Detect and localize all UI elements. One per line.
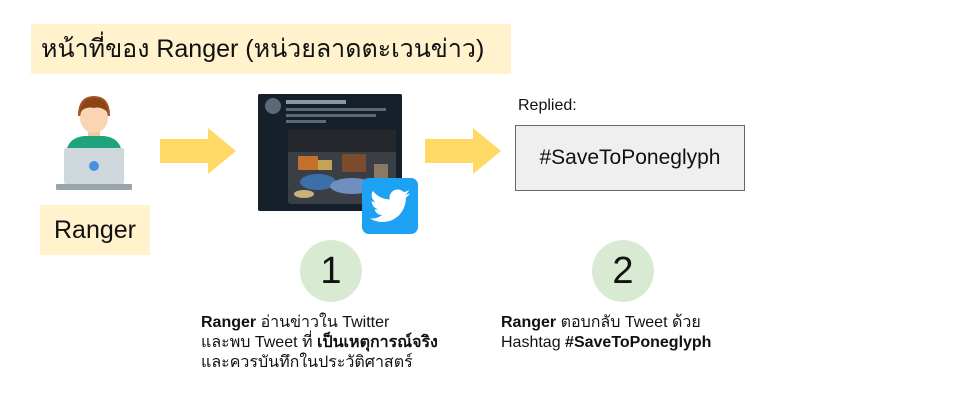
- replied-label: Replied:: [518, 97, 577, 114]
- title-text: หน้าที่ของ Ranger (หน่วยลาดตะเวนข่าว): [41, 35, 485, 63]
- step-2-badge: 2: [592, 240, 654, 302]
- step-1-line3: และควรบันทึกในประวัติศาสตร์: [201, 354, 413, 371]
- step-2-description: Ranger ตอบกลับ Tweet ด้วย Hashtag #SaveT…: [501, 313, 711, 353]
- ranger-person-icon: [56, 96, 132, 190]
- step-2-actor: Ranger: [501, 314, 557, 331]
- arrow-right-icon: [160, 128, 236, 174]
- step-2-line1: ตอบกลับ Tweet ด้วย: [556, 314, 701, 331]
- step-1-actor: Ranger: [201, 314, 257, 331]
- twitter-logo-icon: [362, 178, 418, 234]
- step-1-line2: และพบ Tweet ที่: [201, 334, 317, 351]
- ranger-label-box: Ranger: [40, 205, 150, 255]
- step-2-line2: Hashtag: [501, 334, 566, 351]
- step-1-line1: อ่านข่าวใน Twitter: [256, 314, 390, 331]
- arrow-right-icon: [425, 128, 501, 174]
- step-number: 1: [320, 249, 342, 292]
- step-1-emphasis: เป็นเหตุการณ์จริง: [316, 334, 438, 351]
- step-1-badge: 1: [300, 240, 362, 302]
- ranger-label: Ranger: [54, 215, 136, 244]
- step-number: 2: [612, 249, 634, 292]
- step-1-description: Ranger อ่านข่าวใน Twitter และพบ Tweet ที…: [201, 313, 438, 373]
- title-banner: หน้าที่ของ Ranger (หน่วยลาดตะเวนข่าว): [31, 24, 511, 74]
- reply-hashtag-box: #SaveToPoneglyph: [515, 125, 745, 191]
- step-2-hashtag: #SaveToPoneglyph: [565, 334, 712, 351]
- reply-hashtag: #SaveToPoneglyph: [539, 146, 721, 169]
